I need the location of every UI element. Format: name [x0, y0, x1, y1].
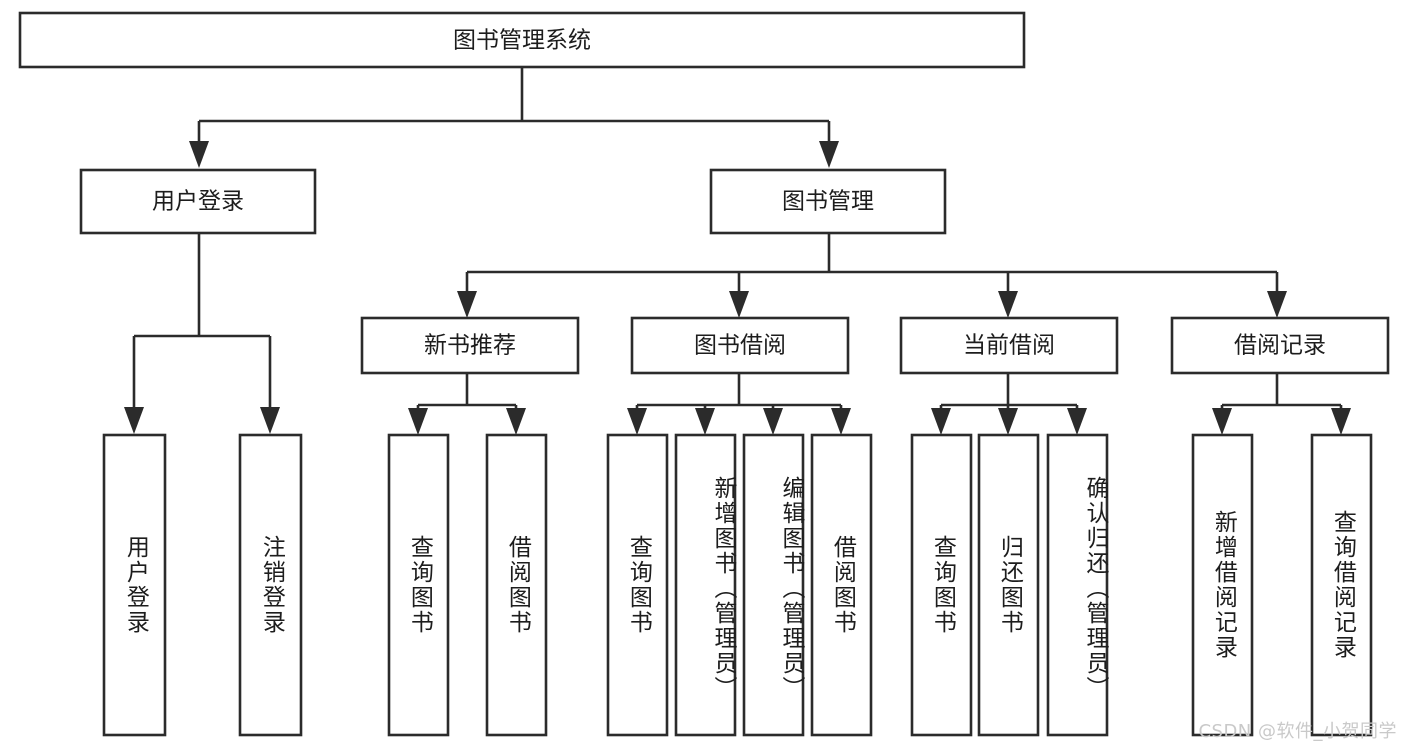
- arrow-head-leaf-add-record: [1212, 408, 1232, 435]
- label-root-book-management-system: 图书管理系统: [453, 28, 591, 54]
- arrow-head-borrow-record: [1267, 291, 1287, 318]
- node-book-management[interactable]: [709, 168, 947, 235]
- arrow-head-leaf-confirm-return: [1067, 408, 1087, 435]
- node-leaf-logout[interactable]: [238, 433, 303, 737]
- node-leaf-query-book-1[interactable]: [387, 433, 450, 737]
- node-borrow-record[interactable]: [1170, 316, 1390, 375]
- arrow-head-book-mgmt: [819, 141, 839, 168]
- connector-group-new-book-rec: [408, 373, 526, 435]
- node-leaf-borrow-book-2[interactable]: [810, 433, 873, 737]
- arrow-head-user-login: [189, 141, 209, 168]
- node-current-borrow[interactable]: [899, 316, 1119, 375]
- arrow-head-leaf-borrow-book-2: [831, 408, 851, 435]
- arrow-head-leaf-user-login: [124, 407, 144, 434]
- node-leaf-return-book[interactable]: [977, 433, 1040, 737]
- arrow-head-leaf-logout: [260, 407, 280, 434]
- node-leaf-query-borrow-record[interactable]: [1310, 433, 1373, 737]
- arrow-head-book-borrow: [729, 291, 749, 318]
- arrow-head-leaf-query-record: [1331, 408, 1351, 435]
- arrow-head-leaf-borrow-book-1: [506, 408, 526, 435]
- connector-group-user-login: [124, 233, 280, 434]
- connector-group-book-borrow: [627, 373, 851, 435]
- node-leaf-confirm-return-admin[interactable]: [1046, 433, 1109, 737]
- node-leaf-user-login[interactable]: [102, 433, 167, 737]
- node-leaf-query-book-2[interactable]: [606, 433, 669, 737]
- csdn-watermark: CSDN @软件_小贺同学: [1198, 721, 1397, 742]
- arrow-head-leaf-query-book-3: [931, 408, 951, 435]
- node-new-book-recommend[interactable]: [360, 316, 580, 375]
- label-borrow-record: 借阅记录: [1234, 333, 1326, 359]
- arrow-head-leaf-query-book-1: [408, 408, 428, 435]
- node-leaf-add-borrow-record[interactable]: [1191, 433, 1254, 737]
- connector-group-root: [189, 67, 839, 168]
- node-root-book-management-system[interactable]: [18, 11, 1026, 69]
- node-leaf-add-book-admin[interactable]: [674, 433, 737, 737]
- node-leaf-borrow-book-1[interactable]: [485, 433, 548, 737]
- arrow-head-leaf-add-book: [695, 408, 715, 435]
- arrow-head-new-book-rec: [457, 291, 477, 318]
- connector-group-current-borrow: [931, 373, 1087, 435]
- connector-group-book-mgmt: [457, 233, 1287, 318]
- label-book-management: 图书管理: [782, 189, 874, 215]
- label-current-borrow: 当前借阅: [963, 333, 1055, 359]
- node-leaf-edit-book-admin[interactable]: [742, 433, 805, 737]
- label-book-borrow: 图书借阅: [694, 333, 786, 359]
- node-user-login[interactable]: [79, 168, 317, 235]
- node-leaf-query-book-3[interactable]: [910, 433, 973, 737]
- connector-group-borrow-record: [1212, 373, 1351, 435]
- arrow-head-current-borrow: [998, 291, 1018, 318]
- arrow-head-leaf-edit-book: [763, 408, 783, 435]
- label-new-book-recommend: 新书推荐: [424, 333, 516, 359]
- node-book-borrow[interactable]: [630, 316, 850, 375]
- label-user-login: 用户登录: [152, 189, 244, 215]
- arrow-head-leaf-query-book-2: [627, 408, 647, 435]
- arrow-head-leaf-return-book: [998, 408, 1018, 435]
